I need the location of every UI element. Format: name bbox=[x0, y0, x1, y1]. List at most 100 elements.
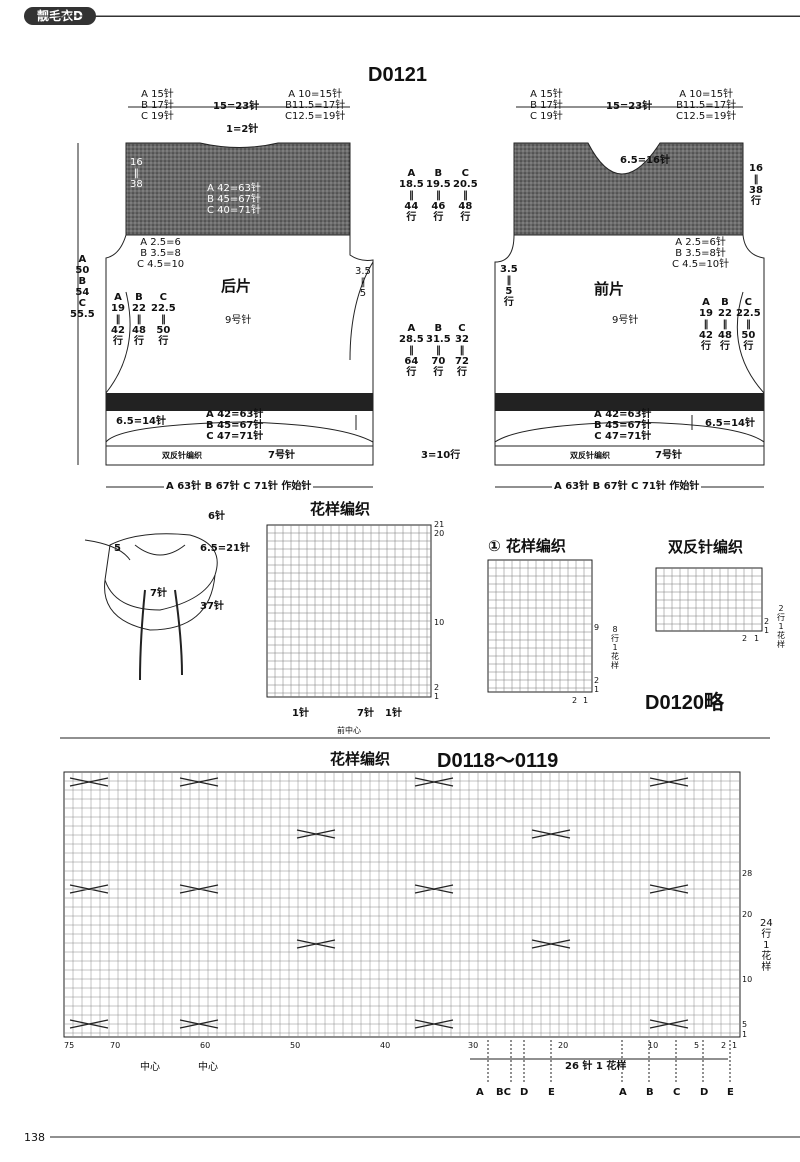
pattern3-title: 双反针编织 bbox=[668, 538, 744, 556]
pattern2-bottom-1: 1 bbox=[583, 696, 589, 705]
front-rib-needle: 7号针 bbox=[655, 450, 682, 461]
row-1: 1 bbox=[742, 1030, 748, 1039]
front-cast-on: A 63针 B 67针 C 71针 作始针 bbox=[552, 481, 702, 492]
letter-a2: A bbox=[619, 1087, 627, 1098]
back-rib-needle: 7号针 bbox=[268, 450, 295, 461]
col-75: 75 bbox=[64, 1041, 75, 1050]
back-top-center: 15=23针 bbox=[213, 101, 260, 112]
pattern2-row9: 9 bbox=[594, 623, 600, 632]
collar-center: 7针 bbox=[150, 588, 167, 599]
col-1: 1 bbox=[732, 1041, 738, 1050]
back-hem-left: 6.5=14针 bbox=[116, 416, 167, 427]
pattern1-bottom-3: 1针 bbox=[385, 708, 402, 719]
front-top-center: 15=23针 bbox=[606, 101, 653, 112]
pattern2-grid bbox=[487, 559, 593, 693]
col-30: 30 bbox=[468, 1041, 479, 1050]
front-neck: 6.5=16针 bbox=[620, 155, 671, 166]
col-10: 10 bbox=[648, 1041, 659, 1050]
row-5: 5 bbox=[742, 1020, 748, 1029]
col-50: 50 bbox=[290, 1041, 301, 1050]
col-2: 2 bbox=[721, 1041, 727, 1050]
letter-e2: E bbox=[727, 1087, 734, 1098]
front-label: 前片 bbox=[594, 280, 625, 298]
center-2: 中心 bbox=[198, 1062, 218, 1073]
front-needle: 9号针 bbox=[612, 315, 639, 326]
col-40: 40 bbox=[380, 1041, 391, 1050]
pattern2-title: ① 花样编织 bbox=[488, 537, 566, 555]
back-side-right: 3.5‖5 bbox=[355, 266, 371, 299]
letter-e1: E bbox=[548, 1087, 555, 1098]
bottom-chart-title-cn: 花样编织 bbox=[330, 750, 391, 768]
front-hem-right: 6.5=14针 bbox=[705, 418, 756, 429]
pattern1-bottom-1: 1针 bbox=[292, 708, 309, 719]
center-1: 中心 bbox=[140, 1062, 160, 1073]
col-20: 20 bbox=[558, 1041, 569, 1050]
col-70: 70 bbox=[110, 1041, 121, 1050]
bottom-chart-title: D0118～0119 bbox=[437, 750, 559, 772]
letter-d1: D bbox=[520, 1087, 529, 1098]
collar-stitches: 6针 bbox=[208, 511, 225, 522]
row-20: 20 bbox=[742, 910, 753, 919]
letter-d2: D bbox=[700, 1087, 709, 1098]
col-5: 5 bbox=[694, 1041, 700, 1050]
letter-b2: B bbox=[646, 1087, 654, 1098]
stitch-repeat: 26 针 1 花样 bbox=[562, 1061, 630, 1072]
d0121-title: D0121 bbox=[368, 64, 427, 86]
back-neck: 1=2针 bbox=[226, 124, 259, 135]
page-number: 138 bbox=[24, 1131, 45, 1144]
letter-bc: BC bbox=[496, 1087, 511, 1098]
bottom-chart-grid bbox=[63, 771, 741, 1038]
pattern1-grid bbox=[266, 524, 432, 698]
collar-side: 37针 bbox=[200, 601, 224, 612]
collar-front: 6.5=21针 bbox=[200, 543, 251, 554]
collar-num5: 5 bbox=[114, 543, 121, 554]
pattern2-bottom-2: 2 bbox=[572, 696, 578, 705]
front-piece bbox=[494, 142, 765, 466]
collar-sketch bbox=[84, 533, 218, 681]
back-rib: 双反针编织 bbox=[162, 451, 202, 460]
front-rib: 双反针编织 bbox=[570, 451, 610, 460]
pattern1-title: 花样编织 bbox=[310, 500, 371, 518]
back-cast-on: A 63针 B 67针 C 71针 作始针 bbox=[164, 481, 314, 492]
row-10: 10 bbox=[742, 975, 753, 984]
pattern3-grid bbox=[655, 567, 763, 632]
pattern1-bottom-2: 7针 bbox=[357, 708, 374, 719]
back-yoke-left: 16‖38 bbox=[130, 157, 143, 190]
letter-c2: C bbox=[673, 1087, 681, 1098]
d0120-note: D0120略 bbox=[645, 692, 724, 714]
col-60: 60 bbox=[200, 1041, 211, 1050]
back-needle: 9号针 bbox=[225, 315, 252, 326]
pattern3-bottom-2: 2 bbox=[742, 634, 748, 643]
letter-a1: A bbox=[476, 1087, 484, 1098]
back-label: 后片 bbox=[221, 277, 252, 295]
